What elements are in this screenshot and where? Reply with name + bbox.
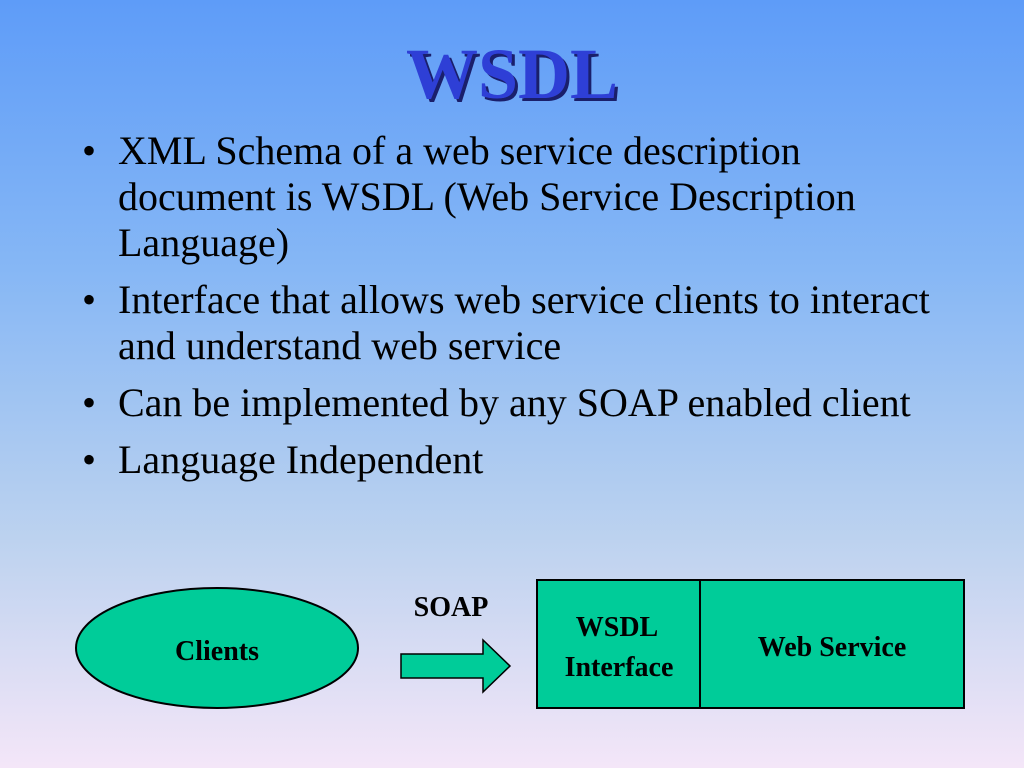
bullet-item: Interface that allows web service client… — [78, 277, 938, 369]
slide-title: WSDL — [405, 34, 619, 114]
soap-label: SOAP — [414, 592, 489, 623]
web-service-label: Web Service — [758, 632, 907, 663]
bullet-item: Can be implemented by any SOAP enabled c… — [78, 380, 938, 426]
bullet-list: XML Schema of a web service description … — [78, 128, 938, 494]
wsdl-interface-label-line2: Interface — [565, 652, 674, 683]
wsdl-interface-label-line1: WSDL — [576, 612, 658, 643]
clients-label: Clients — [175, 636, 259, 667]
web-service-box — [699, 579, 965, 709]
bullet-item: XML Schema of a web service description … — [78, 128, 938, 266]
clients-ellipse — [75, 587, 359, 709]
wsdl-interface-box — [536, 579, 701, 709]
soap-arrow-icon — [400, 638, 512, 694]
bullet-item: Language Independent — [78, 437, 938, 483]
